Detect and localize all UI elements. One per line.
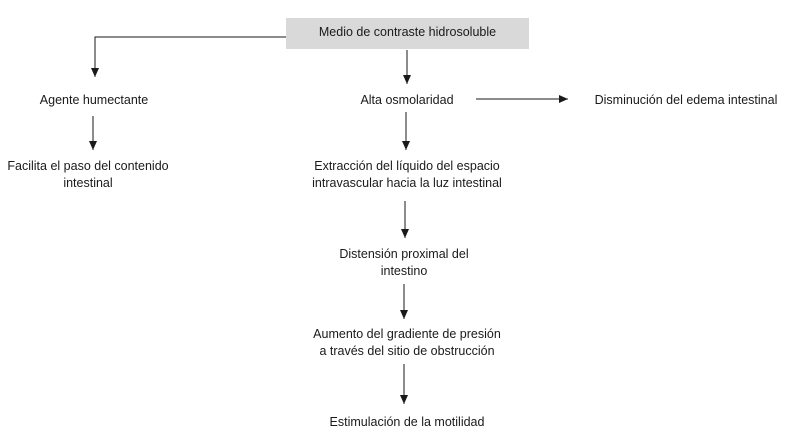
node-label-line-1: Aumento del gradiente de presión: [313, 327, 501, 341]
node-medio-de-contraste: Medio de contraste hidrosoluble: [286, 24, 529, 41]
node-facilita-paso: Facilita el paso del contenido intestina…: [0, 158, 176, 192]
node-distension-proximal: Distensión proximal del intestino: [318, 246, 490, 280]
arrow-root-to-humectante: [91, 36, 286, 77]
node-label-line-1: Extracción del líquido del espacio: [314, 159, 500, 173]
node-estimulacion-motilidad: Estimulación de la motilidad: [300, 414, 514, 431]
root-node-box: [286, 18, 529, 49]
node-label: Estimulación de la motilidad: [329, 415, 485, 429]
node-label-line-1: Distensión proximal del: [339, 247, 469, 261]
node-extraccion-liquido: Extracción del líquido del espacio intra…: [288, 158, 526, 192]
node-label-line-1: Facilita el paso del contenido: [7, 159, 169, 173]
node-label-line-2: intravascular hacia la luz intestinal: [312, 176, 502, 190]
node-label: Disminución del edema intestinal: [594, 93, 778, 107]
node-aumento-gradiente: Aumento del gradiente de presión a travé…: [290, 326, 524, 360]
node-label-line-2: intestino: [380, 264, 428, 278]
node-label-line-2: a través del sitio de obstrucción: [319, 344, 495, 358]
node-label-line-2: intestinal: [63, 176, 113, 190]
node-label: Alta osmolaridad: [360, 93, 454, 107]
node-label: Medio de contraste hidrosoluble: [318, 25, 497, 39]
node-alta-osmolaridad: Alta osmolaridad: [326, 92, 488, 109]
node-label: Agente humectante: [39, 93, 149, 107]
node-agente-humectante: Agente humectante: [14, 92, 174, 109]
node-disminucion-edema: Disminución del edema intestinal: [576, 92, 796, 109]
